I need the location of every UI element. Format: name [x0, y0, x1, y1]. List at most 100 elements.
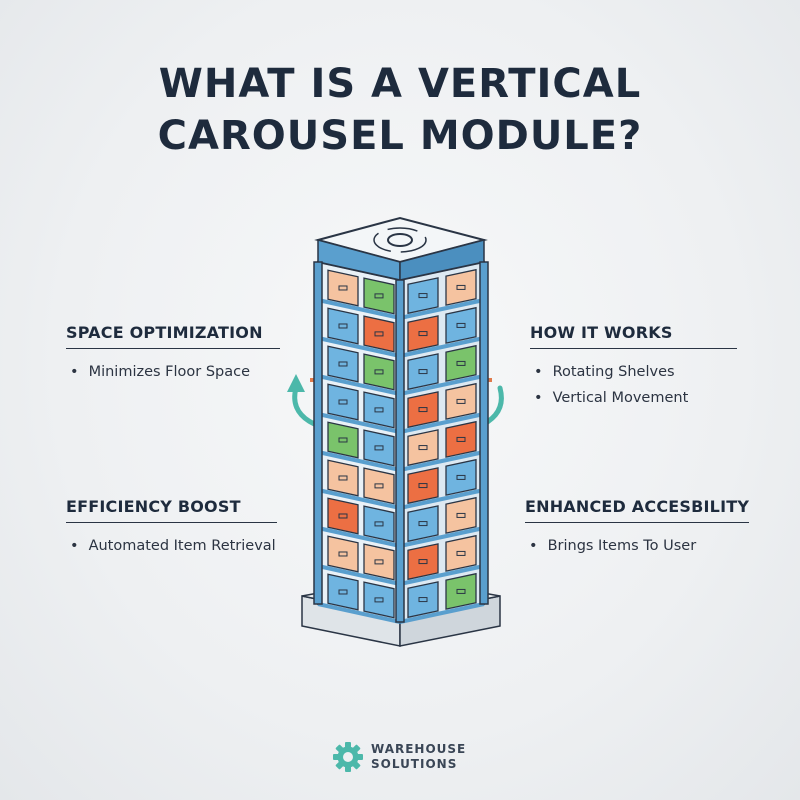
- box-handle-icon: [338, 361, 348, 367]
- box-handle-icon: [338, 475, 348, 481]
- storage-box: [407, 353, 439, 391]
- box-handle-icon: [456, 436, 466, 442]
- storage-box: [407, 467, 439, 505]
- post-left: [313, 261, 323, 605]
- storage-box: [327, 269, 359, 307]
- section-heading: EFFICIENCY BOOST: [66, 497, 277, 523]
- storage-box: [363, 581, 395, 619]
- shelf-right: [399, 298, 485, 320]
- box-handle-icon: [456, 512, 466, 518]
- box-handle-icon: [374, 293, 384, 299]
- storage-box: [363, 315, 395, 353]
- storage-box: [407, 315, 439, 353]
- shelf-left: [317, 488, 401, 510]
- shelf-right: [399, 526, 485, 548]
- box-handle-icon: [374, 369, 384, 375]
- shelf-right: [399, 564, 485, 586]
- section-how-it-works: HOW IT WORKS Rotating Shelves Vertical M…: [530, 323, 737, 411]
- box-handle-icon: [418, 597, 428, 603]
- storage-box: [363, 391, 395, 429]
- box-handle-icon: [338, 437, 348, 443]
- shelf-left: [317, 412, 401, 434]
- top-rotation-icon: [373, 227, 427, 253]
- box-handle-icon: [374, 483, 384, 489]
- storage-box: [445, 306, 477, 344]
- shelf-left: [317, 374, 401, 396]
- box-handle-icon: [338, 399, 348, 405]
- box-handle-icon: [418, 331, 428, 337]
- shelf-left: [317, 298, 401, 320]
- list-item: Vertical Movement: [530, 385, 737, 411]
- box-handle-icon: [456, 284, 466, 290]
- title-line-1: WHAT IS A VERTICAL: [158, 61, 642, 107]
- box-handle-icon: [456, 322, 466, 328]
- box-handle-icon: [418, 445, 428, 451]
- shelf-left: [317, 526, 401, 548]
- brand-line-1: WAREHOUSE: [371, 742, 467, 756]
- box-handle-icon: [418, 293, 428, 299]
- box-handle-icon: [338, 551, 348, 557]
- box-handle-icon: [374, 407, 384, 413]
- box-handle-icon: [374, 331, 384, 337]
- box-handle-icon: [418, 407, 428, 413]
- box-handle-icon: [456, 550, 466, 556]
- box-handle-icon: [418, 559, 428, 565]
- storage-box: [363, 543, 395, 581]
- page-title: WHAT IS A VERTICAL CAROUSEL MODULE?: [0, 58, 800, 162]
- box-handle-icon: [338, 285, 348, 291]
- list-item: Minimizes Floor Space: [66, 359, 280, 385]
- shelf-left: [317, 602, 401, 624]
- section-heading: SPACE OPTIMIZATION: [66, 323, 280, 349]
- shelf-right: [399, 488, 485, 510]
- storage-box: [327, 345, 359, 383]
- box-handle-icon: [374, 597, 384, 603]
- top-motor-icon: [387, 233, 413, 247]
- shelf-right: [399, 336, 485, 358]
- storage-box: [363, 353, 395, 391]
- shelf-left: [317, 564, 401, 586]
- section-heading: HOW IT WORKS: [530, 323, 737, 349]
- storage-box: [407, 543, 439, 581]
- storage-box: [363, 429, 395, 467]
- storage-box: [363, 505, 395, 543]
- brand-name: WAREHOUSE SOLUTIONS: [371, 742, 466, 772]
- box-handle-icon: [456, 360, 466, 366]
- shelf-right: [399, 374, 485, 396]
- box-handle-icon: [456, 588, 466, 594]
- storage-box: [445, 534, 477, 572]
- storage-box: [327, 307, 359, 345]
- list-item: Brings Items To User: [525, 533, 749, 559]
- box-handle-icon: [456, 398, 466, 404]
- storage-box: [407, 581, 439, 619]
- title-line-2: CAROUSEL MODULE?: [157, 113, 643, 159]
- storage-box: [445, 572, 477, 610]
- shelf-right: [399, 450, 485, 472]
- section-heading: ENHANCED ACCESBILITY: [525, 497, 749, 523]
- storage-box: [363, 277, 395, 315]
- section-enhanced-accessibility: ENHANCED ACCESBILITY Brings Items To Use…: [525, 497, 749, 559]
- brand-line-2: SOLUTIONS: [371, 757, 458, 771]
- gear-icon: [333, 742, 363, 772]
- shelf-left: [317, 450, 401, 472]
- section-efficiency-boost: EFFICIENCY BOOST Automated Item Retrieva…: [66, 497, 277, 559]
- storage-box: [327, 459, 359, 497]
- box-handle-icon: [374, 559, 384, 565]
- box-handle-icon: [418, 369, 428, 375]
- box-handle-icon: [456, 474, 466, 480]
- post-right: [479, 261, 489, 605]
- storage-box: [445, 496, 477, 534]
- list-item: Rotating Shelves: [530, 359, 737, 385]
- shelf-left: [317, 336, 401, 358]
- shelf-right: [399, 412, 485, 434]
- storage-box: [407, 391, 439, 429]
- box-handle-icon: [338, 323, 348, 329]
- brand-logo: WAREHOUSE SOLUTIONS: [332, 740, 466, 774]
- storage-box: [327, 497, 359, 535]
- storage-box: [327, 573, 359, 611]
- shelf-right: [399, 602, 485, 624]
- box-handle-icon: [418, 521, 428, 527]
- arrow-head-icon: [287, 374, 305, 392]
- storage-box: [407, 505, 439, 543]
- box-handle-icon: [338, 513, 348, 519]
